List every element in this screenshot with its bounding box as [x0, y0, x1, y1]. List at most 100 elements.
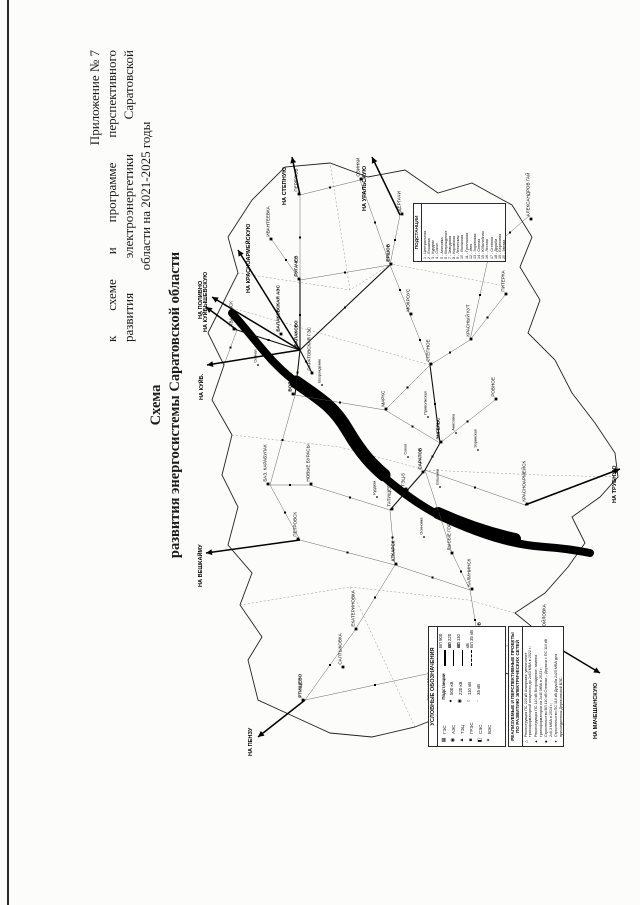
town-label: ПИТЕРКА — [500, 269, 505, 291]
tie-line — [205, 539, 301, 554]
town-node — [494, 397, 498, 401]
plant-symbol-icon: ■ — [468, 738, 474, 742]
town-node — [310, 371, 314, 375]
substation-node — [285, 259, 287, 261]
substation-symbol-icon: · — [475, 700, 481, 702]
tie-line — [205, 306, 238, 331]
substation-dot — [439, 486, 441, 488]
town-label: ИВАНТЕЕВКА — [265, 205, 270, 236]
tie-line-label: НА КУЙБ. — [197, 373, 205, 400]
substation-symbol-icon: ● — [448, 699, 454, 703]
line-style-sample — [471, 650, 472, 666]
district-boundaries — [221, 162, 619, 728]
town-node — [279, 332, 283, 336]
substation-node — [419, 339, 421, 341]
substation-node — [437, 510, 440, 513]
plant-symbol-icon: ◉ — [450, 737, 456, 743]
substation-node — [329, 186, 331, 189]
arrowhead-icon — [238, 250, 244, 257]
town-node — [384, 407, 388, 411]
town-node — [470, 587, 474, 591]
substation-node — [460, 570, 462, 573]
project-marker-icon: ▲ — [534, 739, 538, 744]
town-label: САЛТЫКОВКА — [337, 632, 342, 664]
substation-dot — [423, 536, 425, 538]
town-node — [309, 482, 313, 486]
town-node — [291, 392, 295, 396]
legend-plants-column: ▦ГЭС◉АЭС▲ТЭЦ■ГРЭС◧СЭС✶ВЭС — [440, 707, 494, 744]
town-label: МАРКС — [380, 390, 385, 407]
plant-label: СЭС — [478, 724, 483, 734]
town-label: САМОЙЛОВКА — [539, 603, 546, 636]
project-marker-icon: ● — [554, 740, 559, 743]
line-style-sample — [462, 650, 463, 666]
project-item: ◆Строительство ВЛ 110 кВ Степная – Дерга… — [544, 629, 553, 744]
projects-title: РЕАЛИЗУЕМЫЕ И ПЕРСПЕКТИВНЫЕ ПРОЕКТЫ ПО Р… — [509, 627, 523, 746]
substation-node — [486, 316, 489, 319]
arrowhead-icon — [206, 549, 213, 556]
tie-line-label: НА ВЕШКАЙМУ — [196, 544, 204, 587]
town-node — [354, 627, 358, 631]
tie-line — [257, 699, 306, 738]
town-node — [297, 192, 301, 196]
substation-symbol-icon: ○ — [466, 699, 472, 703]
substation-node — [344, 306, 346, 309]
town-label: БАЛАКОВО — [293, 320, 298, 347]
project-item: △ Реконструкция ПС 220 кВ Аткарская: увел… — [524, 629, 533, 744]
town-node — [394, 562, 398, 566]
project-marker-icon: ◆ — [544, 740, 549, 743]
legend-plant-row: ✶ВЭС — [485, 707, 494, 744]
substation-dot — [427, 416, 429, 418]
town-label: ВОЛЬСК — [287, 372, 292, 391]
substation-node — [479, 294, 481, 296]
project-marker-icon: △ — [523, 740, 528, 743]
line-style-sample — [443, 650, 446, 666]
town-node — [296, 537, 300, 541]
plant-symbol-icon: ✶ — [486, 737, 492, 743]
line-style-sample — [453, 650, 454, 666]
legend-plant-row: ▦ ГЭС — [440, 707, 449, 744]
arrowhead-icon — [207, 361, 214, 368]
town-label: ХВАЛЫНСК — [228, 301, 233, 327]
substation-node — [474, 486, 476, 489]
substation-node — [299, 314, 301, 316]
plant-symbol-icon: ▦ — [441, 737, 447, 743]
town-node — [297, 277, 301, 281]
substation-node — [406, 386, 409, 389]
substation-node — [466, 420, 469, 423]
tie-line-label: НА КРАСНОАРМЕЙСКУЮ — [244, 223, 252, 293]
town-node — [389, 262, 393, 266]
town-label: ТЭЦ-5 — [400, 473, 405, 487]
town-node — [450, 551, 454, 555]
substation-voltage-label: 500 кВ — [449, 681, 454, 695]
substations-title: ПОДСТАНЦИИ — [414, 204, 422, 261]
arrowhead-icon — [212, 297, 219, 303]
plant-label: ГЭС — [442, 725, 447, 734]
arrowhead-icon — [290, 157, 297, 164]
town-label: РОВНОЕ — [490, 377, 495, 397]
plant-label: АЭС — [451, 724, 456, 734]
project-item: ●Строительство ПС 110 кВ Дружба 2х25 МВА… — [554, 629, 563, 744]
substation-dot — [477, 449, 479, 451]
tie-line-label: НА КУЙБЫШЕВСКУЮ — [201, 272, 209, 332]
town-label: АТКАРСК — [390, 540, 395, 561]
projects-list: △ Реконструкция ПС 220 кВ Аткарская: увел… — [523, 627, 566, 746]
line-voltage-label: ВЛ 35 кВ — [469, 630, 474, 648]
tie-line — [291, 156, 301, 196]
town-label: СТЕПНОЕ — [425, 339, 430, 361]
town-label: МОКРОУС — [405, 288, 410, 311]
substation-voltage-label: 35 кВ — [476, 684, 481, 695]
tie-line — [237, 249, 301, 351]
town-label: Анисовка — [451, 413, 455, 431]
town-label: БАЗ. КАРАБУЛАК — [262, 444, 267, 482]
project-text: Реконструкция ПС 220 кВ Аткарская: увели… — [523, 646, 533, 737]
town-node — [429, 362, 433, 366]
town-node — [404, 487, 408, 491]
town-label: РТИЩЕВО — [297, 674, 302, 698]
town-label: АЛЕКСАНДРОВ ГАЙ — [523, 173, 530, 217]
legend-plant-row: ◉ АЭС — [449, 707, 458, 744]
external-tie-arrows: НА КУЙБ. НА КУЙБЫШЕВСКУЮ НА КРАСНОАРМЕЙСКУ… — [196, 156, 621, 756]
plant-label: ГРЭС — [469, 722, 474, 734]
